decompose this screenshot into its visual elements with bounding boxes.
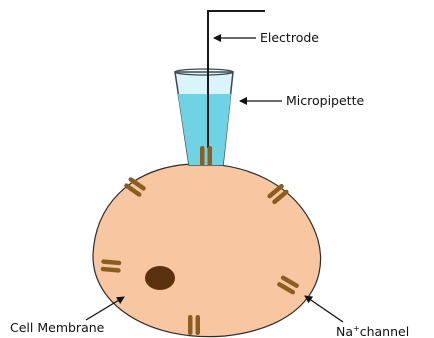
- electrode-label: Electrode: [260, 30, 319, 45]
- na-channel-pointer-arrow: [305, 296, 343, 322]
- na-channel-label-suffix: channel: [360, 324, 409, 338]
- na-channel-label-prefix: Na: [336, 324, 353, 338]
- cell-membrane-pointer-arrow: [86, 297, 124, 320]
- micropipette-label: Micropipette: [286, 93, 364, 108]
- na-channel-label: Na+channel: [336, 324, 409, 338]
- nucleus: [145, 266, 175, 290]
- na-channel-label-superscript: +: [353, 324, 360, 333]
- cell-membrane-label: Cell Membrane: [10, 320, 105, 335]
